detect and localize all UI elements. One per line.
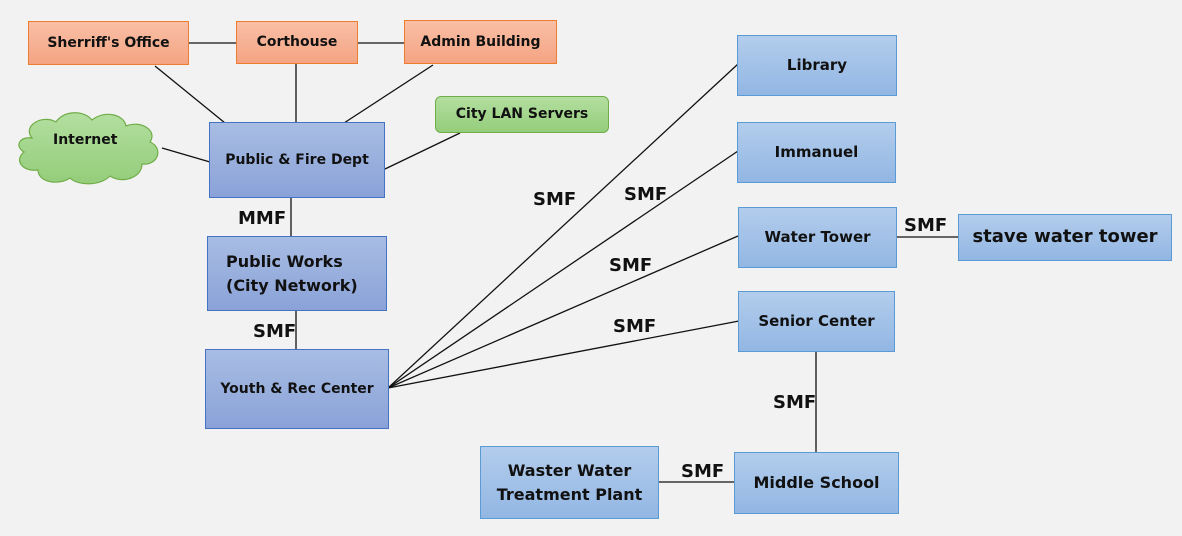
label-youth-to-water-tower: SMF [609,255,653,276]
node-water-tower[interactable]: Water Tower [738,207,897,268]
node-stave-water-tower[interactable]: stave water tower [958,214,1172,261]
node-public-fire-dept[interactable]: Public & Fire Dept [209,122,385,198]
link-youth-immanuel [387,150,739,389]
label-water-to-stave: SMF [904,215,948,236]
node-senior-center[interactable]: Senior Center [738,291,895,352]
node-library[interactable]: Library [737,35,897,96]
internet-cloud-icon[interactable] [12,108,164,186]
link-internet-fire [161,147,211,163]
node-admin-building[interactable]: Admin Building [404,20,557,64]
node-youth-rec-center[interactable]: Youth & Rec Center [205,349,389,429]
link-sheriff-fire [154,65,226,124]
label-fire-to-works: MMF [238,208,287,229]
label-youth-to-library: SMF [533,189,577,210]
label-youth-to-senior: SMF [613,316,657,337]
node-immanuel[interactable]: Immanuel [737,122,896,183]
link-youth-senior [387,320,740,389]
link-youth-water [387,235,739,389]
link-lan-fire [384,132,461,170]
node-internet-label: Internet [53,132,118,148]
link-youth-library [387,63,739,389]
node-sheriffs-office[interactable]: Sherriff's Office [28,21,189,65]
node-public-works[interactable]: Public Works(City Network) [207,236,387,311]
label-waste-to-middle: SMF [681,461,725,482]
node-corthouse[interactable]: Corthouse [236,21,358,64]
node-city-lan-servers[interactable]: City LAN Servers [435,96,609,133]
node-middle-school[interactable]: Middle School [734,452,899,514]
link-admin-fire [343,64,434,124]
label-works-to-youth: SMF [253,321,297,342]
label-youth-to-immanuel: SMF [624,184,668,205]
label-senior-to-middle: SMF [773,392,817,413]
